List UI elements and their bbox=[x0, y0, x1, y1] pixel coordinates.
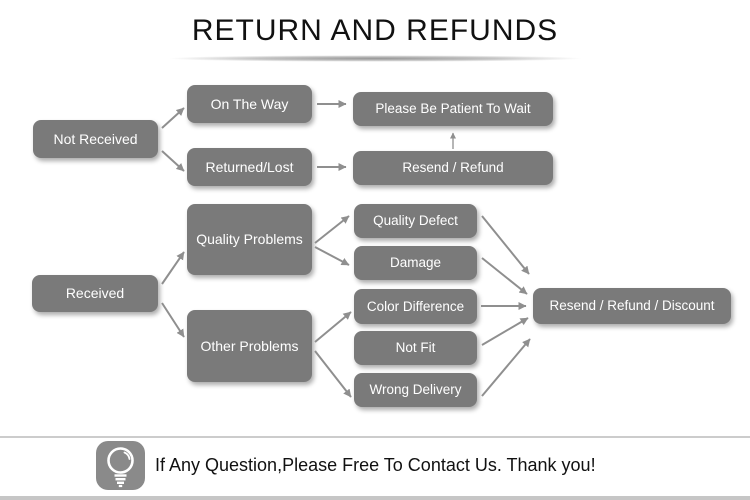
arrow-not-received-to-on-the-way bbox=[161, 107, 185, 129]
node-on-the-way: On The Way bbox=[187, 85, 312, 123]
node-quality-defect: Quality Defect bbox=[354, 204, 477, 238]
arrow-wrong-delivery-to-discount bbox=[481, 338, 531, 397]
arrow-received-to-other-problems bbox=[161, 302, 185, 338]
arrow-damage-to-discount bbox=[481, 257, 528, 295]
arrow-not-fit-to-discount bbox=[481, 317, 529, 346]
node-color-difference: Color Difference bbox=[354, 289, 477, 324]
title-underline bbox=[158, 55, 593, 62]
node-resend-refund: Resend / Refund bbox=[353, 151, 553, 185]
footer-message: If Any Question,Please Free To Contact U… bbox=[155, 455, 596, 475]
page-title: RETURN AND REFUNDS bbox=[191, 14, 559, 47]
node-resend-refund-discount: Resend / Refund / Discount bbox=[533, 288, 731, 324]
arrow-other-problems-to-wrong-delivery bbox=[314, 350, 352, 398]
arrow-other-problems-to-color-difference bbox=[314, 311, 352, 343]
node-received: Received bbox=[32, 275, 158, 312]
node-please-be-patient: Please Be Patient To Wait bbox=[353, 92, 553, 126]
node-returned-lost: Returned/Lost bbox=[187, 148, 312, 186]
node-wrong-delivery: Wrong Delivery bbox=[354, 373, 477, 407]
arrow-quality-defect-to-discount bbox=[481, 215, 530, 275]
arrow-quality-problems-to-damage bbox=[314, 246, 350, 266]
node-not-received: Not Received bbox=[33, 120, 158, 158]
footer-divider bbox=[0, 436, 750, 438]
lightbulb-icon bbox=[107, 447, 134, 488]
arrow-received-to-quality-problems bbox=[161, 251, 185, 285]
node-quality-problems: Quality Problems bbox=[187, 204, 312, 275]
lightbulb-badge bbox=[96, 441, 145, 490]
node-not-fit: Not Fit bbox=[354, 331, 477, 365]
arrow-quality-problems-to-quality-defect bbox=[314, 215, 350, 244]
arrow-not-received-to-returned-lost bbox=[161, 150, 185, 172]
bottom-edge-line bbox=[0, 496, 750, 500]
node-other-problems: Other Problems bbox=[187, 310, 312, 382]
node-damage: Damage bbox=[354, 246, 477, 280]
